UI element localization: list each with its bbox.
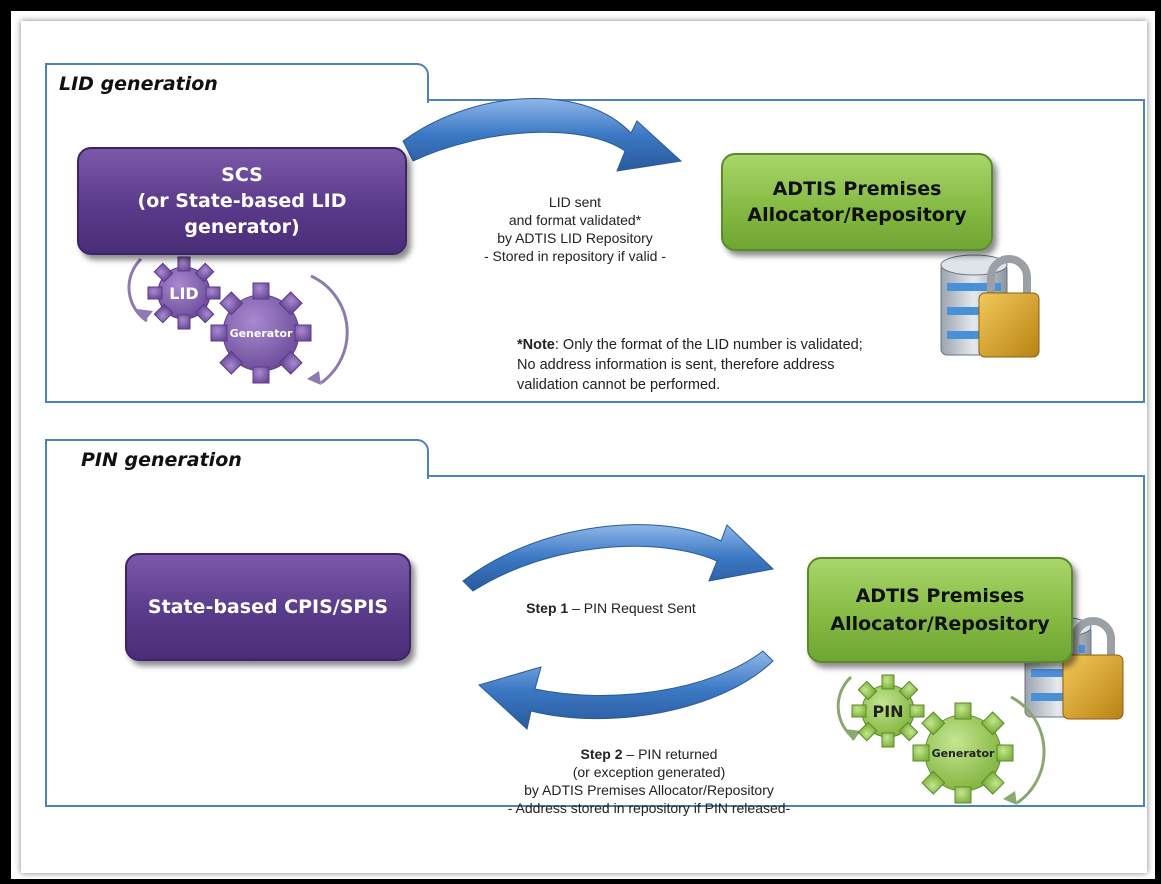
database-lock-icon — [940, 254, 1040, 358]
scs-box-line1: SCS — [221, 164, 263, 186]
pin-request-arrow — [462, 524, 775, 592]
lid-caption-line1: LID sent — [548, 194, 602, 210]
diagram-canvas: LID generation PIN generation — [21, 21, 1147, 873]
note-line2: No address information is sent, therefor… — [517, 357, 835, 373]
pin-gear-large-icon: Generator — [912, 695, 1046, 805]
step2-label: Step 2 — [580, 746, 623, 762]
scs-box: SCS (or State-based LID generator) — [77, 147, 407, 255]
pin-return-arrow — [478, 650, 774, 730]
cpis-spis-box-label: State-based CPIS/SPIS — [147, 596, 389, 618]
pin-tab: PIN generation — [45, 439, 429, 479]
lid-caption-line2: and format validated* — [508, 212, 642, 228]
lid-caption-line4: - Stored in repository if valid - — [483, 248, 667, 264]
lid-caption-line3: by ADTIS LID Repository — [497, 230, 653, 246]
note-line1: : Only the format of the LID number is v… — [554, 337, 863, 353]
lid-validation-note: *Note: Only the format of the LID number… — [517, 335, 957, 395]
step2-caption: Step 2 – PIN returned (or exception gene… — [469, 745, 829, 817]
note-label: *Note — [517, 337, 555, 353]
step2-line3: by ADTIS Premises Allocator/Repository — [524, 782, 774, 798]
svg-text:LID: LID — [169, 284, 198, 303]
adtis-lid-box-line1: ADTIS Premises — [772, 178, 942, 200]
page: LID generation PIN generation — [11, 11, 1155, 879]
step2-line2: (or exception generated) — [572, 764, 726, 780]
lid-tab: LID generation — [45, 63, 429, 103]
svg-text:Generator: Generator — [932, 747, 995, 760]
lid-gear-small-icon: LID — [127, 256, 221, 330]
pin-gear-small-icon: PIN — [836, 674, 925, 748]
adtis-pin-box-line2: Allocator/Repository — [830, 613, 1050, 635]
note-line3: validation cannot be performed. — [517, 377, 721, 393]
step1-label: Step 1 — [526, 600, 569, 616]
pin-tab-title: PIN generation — [81, 449, 242, 471]
scs-box-line2: (or State-based LID generator) — [137, 190, 347, 238]
adtis-lid-box: ADTIS Premises Allocator/Repository — [721, 153, 993, 251]
step1-caption: Step 1 – PIN Request Sent — [491, 599, 731, 617]
diagram-graphics: LID — [127, 97, 1124, 805]
lid-sent-arrow — [402, 97, 683, 172]
svg-text:PIN: PIN — [872, 702, 903, 721]
lid-tab-title: LID generation — [59, 73, 218, 95]
adtis-lid-box-line2: Allocator/Repository — [747, 204, 967, 226]
step2-line4: - Address stored in repository if PIN re… — [507, 800, 791, 816]
lid-arrow-caption: LID sent and format validated* by ADTIS … — [465, 193, 685, 265]
lid-gear-large-icon: Generator — [210, 274, 349, 385]
adtis-pin-box-line1: ADTIS Premises — [855, 585, 1025, 607]
step1-text: – PIN Request Sent — [568, 600, 696, 616]
cpis-spis-box: State-based CPIS/SPIS — [125, 553, 411, 661]
adtis-pin-box: ADTIS Premises Allocator/Repository — [807, 557, 1073, 663]
step2-line1: – PIN returned — [622, 746, 718, 762]
svg-text:Generator: Generator — [230, 327, 293, 340]
